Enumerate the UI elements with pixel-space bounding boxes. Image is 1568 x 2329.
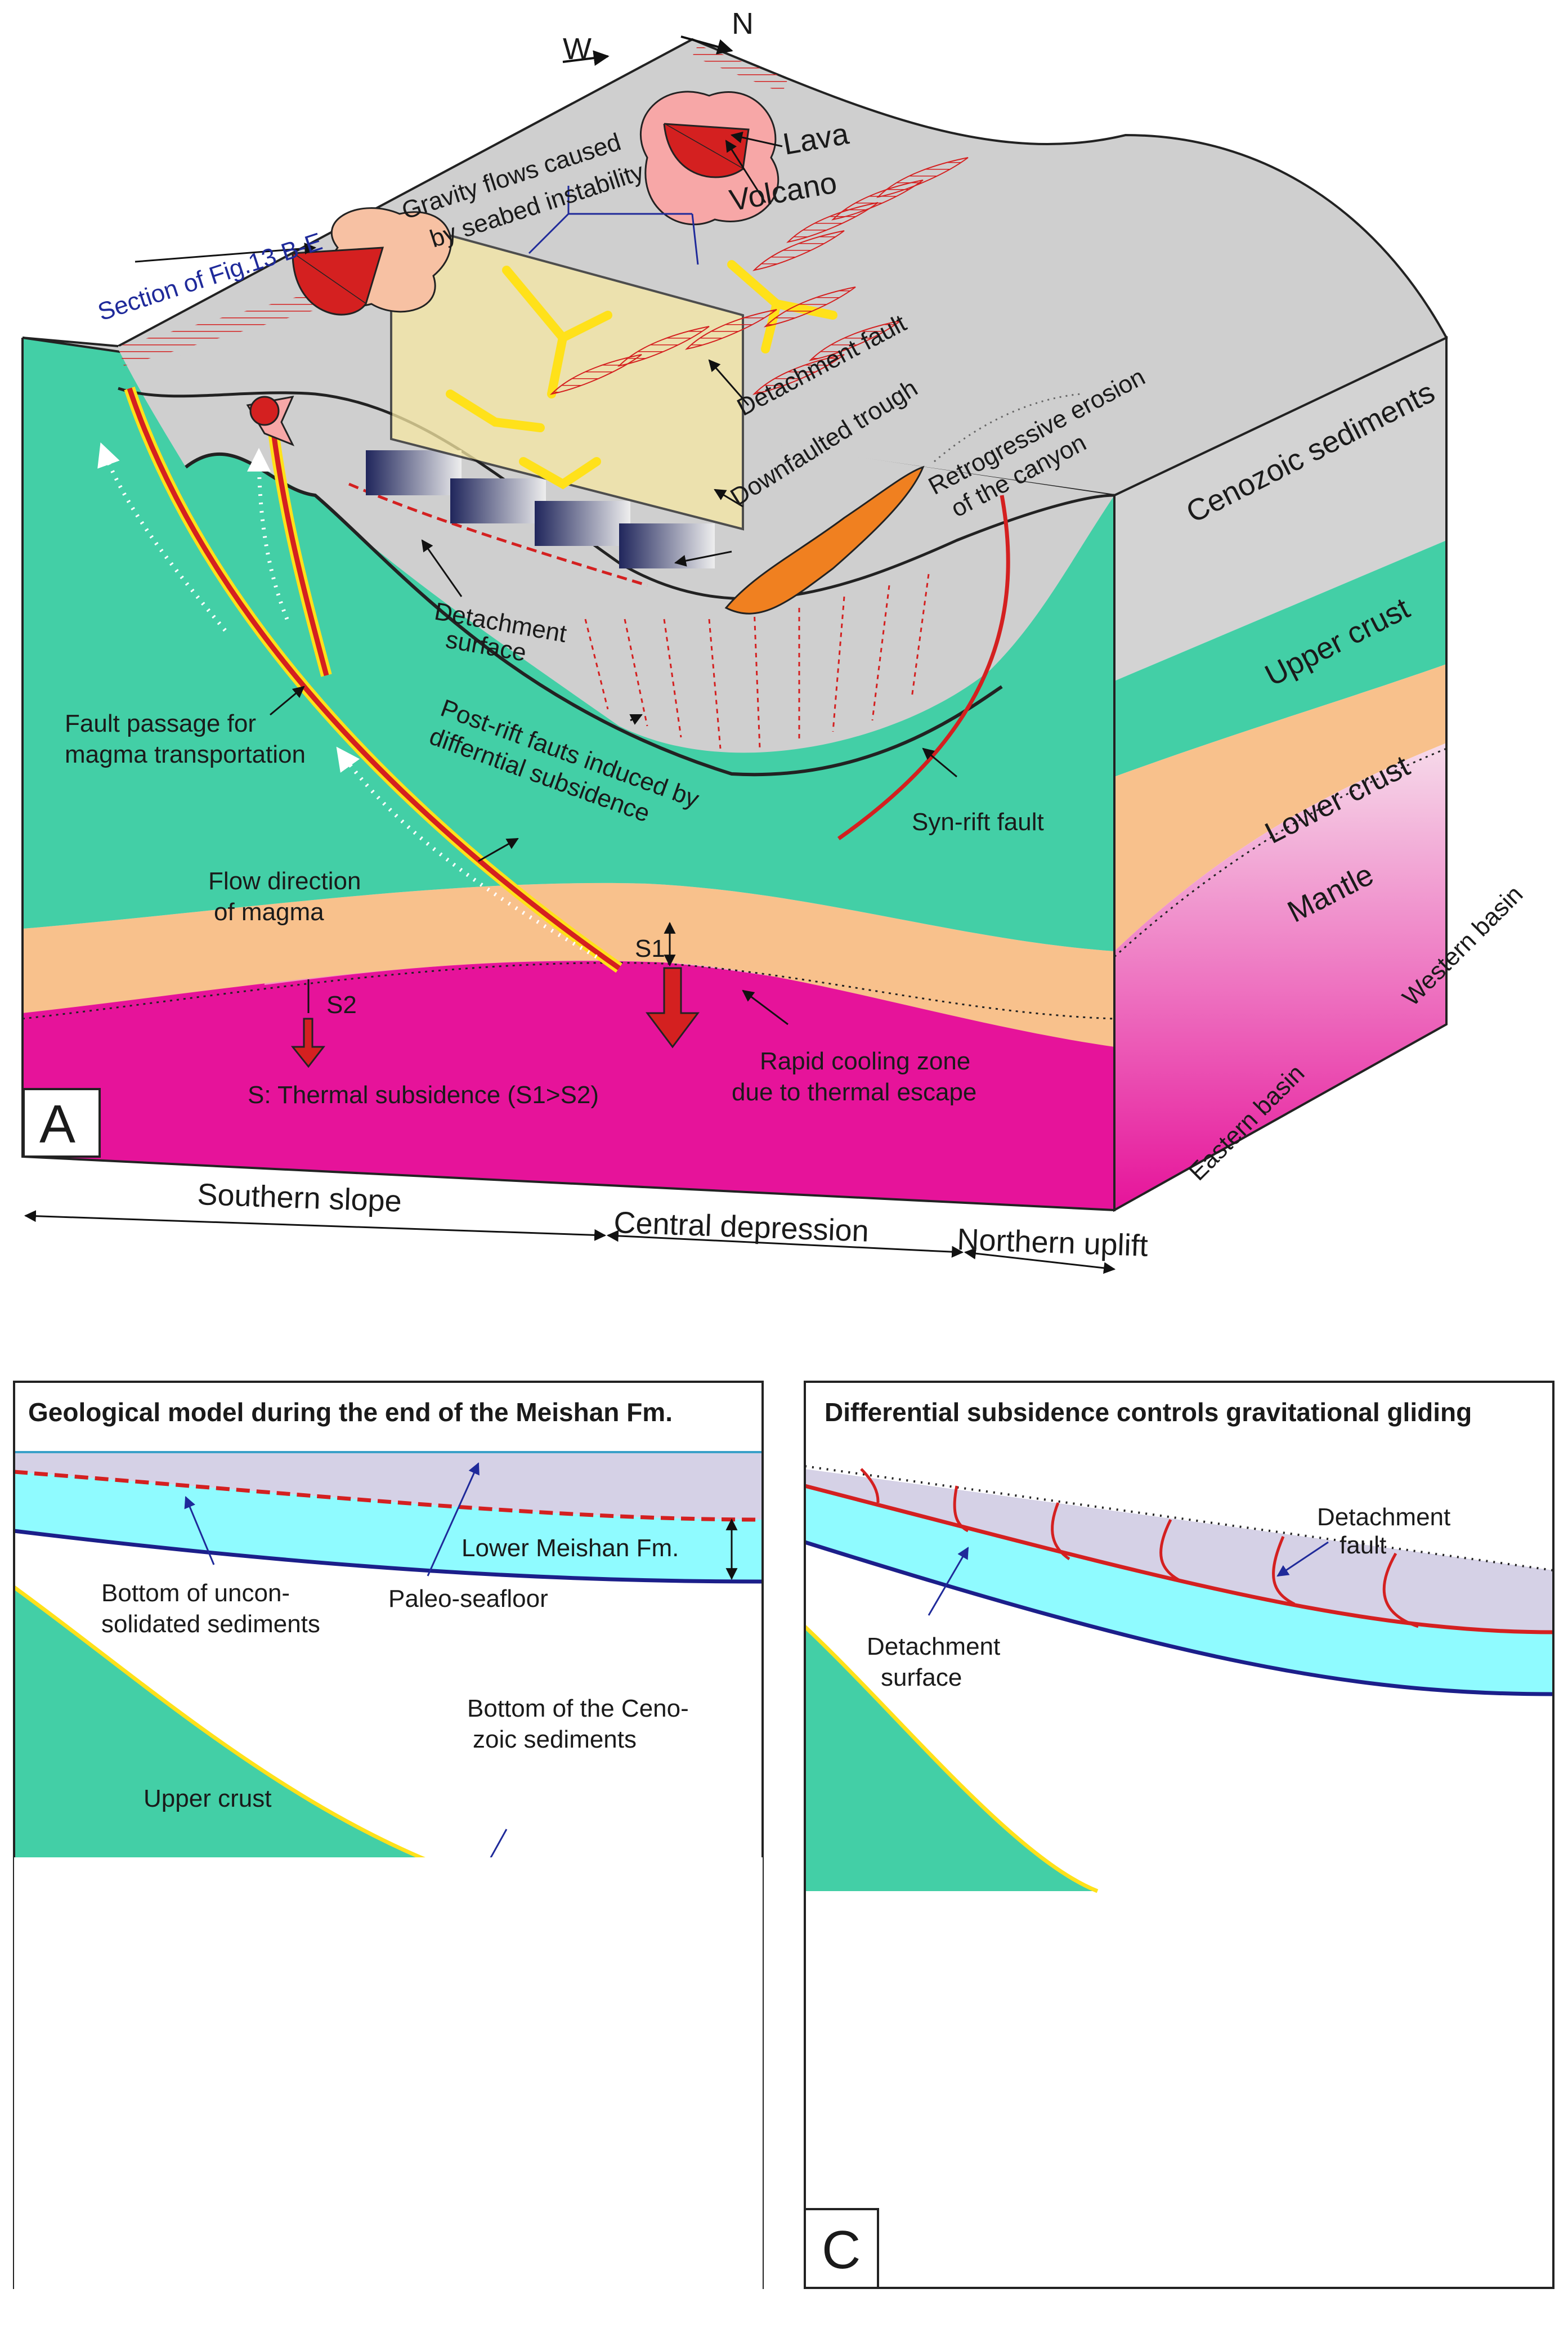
b-unconsolidated-1: Bottom of uncon-: [101, 1579, 290, 1607]
section-plane: [390, 218, 744, 531]
b-leader-seafloor: [427, 1462, 480, 1576]
right-face-upper-crust: [1114, 540, 1446, 777]
front-outline: [21, 338, 1115, 1212]
region-southern: Southern slope: [197, 1177, 402, 1219]
compass-north-line: [680, 35, 733, 55]
syn-rift-fault: [837, 495, 1010, 840]
panel-c: Differential subsidence controls gravita…: [803, 1381, 1554, 2289]
upper-surface-line: [118, 387, 1115, 601]
c-detachment-surface-2: surface: [881, 1664, 962, 1691]
panel-c-letter: C: [822, 2220, 861, 2280]
label-flow-direction-2: of magma: [214, 898, 324, 926]
b-dashed-base: [14, 1470, 763, 1522]
c-crust: [805, 1627, 1097, 1891]
detachment-surface-line: [348, 482, 648, 587]
b-upper-crust: Upper crust: [144, 1785, 271, 1812]
downfaulted-troughs: [366, 450, 715, 568]
post-rift-faults: [584, 574, 930, 749]
detachment-fault-scarps: [549, 157, 969, 395]
b-title: Geological model during the end of the M…: [28, 1398, 673, 1427]
c-detachment-surface: [804, 1484, 1554, 1634]
c-cenozoic-bottom: [803, 1625, 1099, 1893]
right-face-sediments: [1114, 338, 1446, 681]
b-leader-unconsolidated: [184, 1496, 215, 1565]
region-northern: Northern uplift: [957, 1222, 1149, 1263]
compass-north: N: [732, 7, 754, 41]
b-paleo-seafloor: Paleo-seafloor: [388, 1585, 548, 1613]
right-face-lower-crust: [1114, 664, 1446, 951]
c-dotted-seafloor: [804, 1465, 1554, 1571]
panel-a: W N Gravity flows caused by seabed insta…: [21, 7, 1528, 1274]
label-flow-direction-1: Flow direction: [208, 867, 361, 895]
lower-crust-front: [23, 883, 1114, 1047]
central-depression-arrow: [606, 1230, 964, 1258]
basin-sediments: [118, 346, 1114, 753]
magma-faults: [124, 386, 622, 973]
volcano-top: [640, 91, 779, 226]
label-rapid-cooling-2: due to thermal escape: [732, 1078, 976, 1106]
canyon: [724, 465, 925, 615]
s1-arrow: [646, 967, 700, 1049]
c-meishan: [805, 1486, 1553, 1694]
volcano-small: [246, 395, 295, 446]
panel-a-letter: A: [39, 1094, 75, 1154]
c-detachment-fault-2: fault: [1339, 1531, 1386, 1559]
c-letter-box: [804, 2208, 879, 2289]
c-leader-fault: [1276, 1541, 1329, 1577]
gravity-flow-blue-leader: [528, 186, 699, 265]
c-detachment-fault-1: Detachment: [1317, 1503, 1450, 1531]
b-lower-meishan-label: Lower Meishan Fm.: [462, 1534, 679, 1562]
c-unconsolidated: [805, 1469, 1553, 1632]
c-meishan-base: [804, 1540, 1554, 1696]
panel-a-letter-box: [23, 1088, 101, 1158]
region-central: Central depression: [613, 1206, 870, 1248]
label-thermal-subsidence: S: Thermal subsidence (S1>S2): [248, 1081, 599, 1109]
rim-scarp-top: [692, 45, 788, 93]
right-face-mantle: [1114, 743, 1446, 1210]
c-leader-surface: [928, 1547, 969, 1616]
label-fault-passage-2: magma transportation: [65, 741, 306, 768]
northern-uplift-arrow: [964, 1247, 1116, 1274]
c-detachment-surface-1: Detachment: [867, 1633, 1000, 1660]
b-cenozoic-2: zoic sediments: [473, 1726, 637, 1753]
thermal-boundary-line: [22, 962, 1115, 1020]
label-s1: S1: [635, 935, 665, 962]
right-face-dotted: [1113, 747, 1447, 958]
b-unconsolidated: [14, 1452, 763, 1520]
compass-west: W: [563, 32, 592, 66]
label-fault-passage-1: Fault passage for: [65, 710, 256, 737]
c-title: Differential subsidence controls gravita…: [825, 1398, 1472, 1427]
b-unconsolidated-2: solidated sediments: [101, 1610, 320, 1638]
b-cenozoic-1: Bottom of the Ceno-: [467, 1695, 689, 1722]
volcano-left: [290, 207, 452, 316]
c-listric-faults: [860, 1468, 1419, 1628]
mantle-front: [23, 960, 1114, 1210]
leader-arrows: [135, 131, 957, 1025]
magma-flow-arrow-1: [97, 442, 227, 632]
s2-arrow: [290, 1018, 326, 1068]
gravity-flows: [446, 260, 837, 490]
b-lower-meishan: [14, 1472, 763, 1582]
b-meishan-base: [14, 1529, 763, 1584]
panel-d: [14, 1857, 763, 2305]
southern-slope-arrow: [24, 1210, 607, 1241]
basin-floor-line: [185, 452, 1003, 777]
label-s2: S2: [326, 991, 357, 1019]
label-syn-rift: Syn-rift fault: [912, 808, 1044, 836]
compass-west-line: [562, 50, 610, 66]
label-rapid-cooling-1: Rapid cooling zone: [760, 1047, 970, 1075]
